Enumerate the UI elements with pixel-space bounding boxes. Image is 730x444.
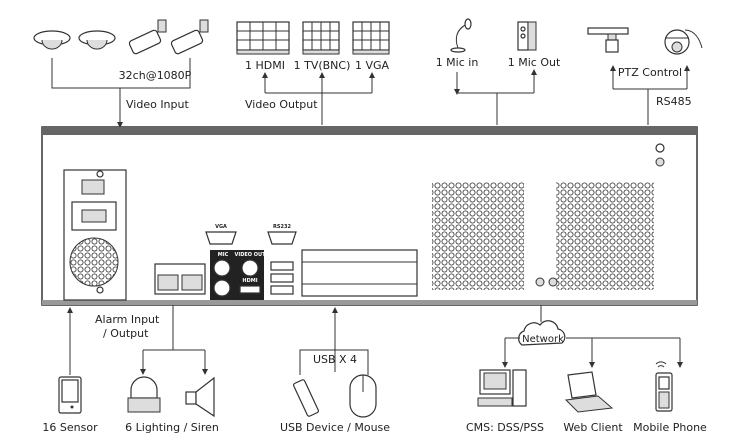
siren-icon xyxy=(185,376,215,418)
alarm-label-line1: Alarm Input xyxy=(95,313,160,326)
monitor-icon xyxy=(302,21,340,55)
fan-grille xyxy=(432,182,524,290)
speed-dome-camera-icon xyxy=(664,29,703,55)
network-cloud-icon xyxy=(518,320,566,346)
video-output-label: Video Output xyxy=(245,98,318,111)
svg-text:HDMI: HDMI xyxy=(242,278,257,284)
ptz-camera-icon xyxy=(587,27,629,53)
monitor-icon xyxy=(352,21,390,55)
svg-text:VIDEO OUT: VIDEO OUT xyxy=(234,252,266,258)
desktop-computer-icon xyxy=(477,369,527,407)
usb-count-label: USB X 4 xyxy=(313,353,357,366)
svg-text:VGA: VGA xyxy=(215,224,227,230)
dome-camera-icon xyxy=(33,30,71,50)
lan-ports[interactable] xyxy=(154,263,206,295)
mic-bnc-ports[interactable]: MIC xyxy=(210,250,236,300)
microphone-icon xyxy=(450,18,472,53)
rs485-label: RS485 xyxy=(656,95,692,108)
speaker-icon xyxy=(517,21,537,51)
bullet-camera-icon xyxy=(128,19,167,55)
usb-ports[interactable] xyxy=(270,261,294,295)
dome-camera-icon xyxy=(78,30,116,50)
network-label: Network xyxy=(522,334,564,345)
usb-drive-icon xyxy=(293,379,319,417)
ptz-control-label: PTZ Control xyxy=(618,66,682,79)
sensor-icon xyxy=(58,376,82,414)
ground-icon xyxy=(655,143,665,153)
video-input-label: Video Input xyxy=(126,98,189,111)
svg-text:MIC: MIC xyxy=(218,252,229,258)
camera-group xyxy=(33,19,209,55)
rs232-port[interactable]: RS232 xyxy=(267,224,297,245)
output-hdmi-label: 1 HDMI xyxy=(245,59,285,72)
alarm-terminal-block[interactable] xyxy=(301,249,418,297)
device-label-lighting-siren: 6 Lighting / Siren xyxy=(125,421,219,434)
device-label-usb-mouse: USB Device / Mouse xyxy=(280,421,390,434)
mobile-phone-icon xyxy=(655,361,673,412)
mic-in-label: 1 Mic in xyxy=(436,56,479,69)
vga-port[interactable]: VGA xyxy=(205,224,237,245)
device-label-web-client: Web Client xyxy=(563,421,623,434)
video-out-port[interactable]: VIDEO OUT HDMI xyxy=(234,250,266,300)
mouse-icon xyxy=(349,374,377,418)
laptop-icon xyxy=(564,371,614,413)
bullet-camera-icon xyxy=(170,19,209,55)
cameras-label: 32ch@1080P xyxy=(119,69,192,82)
mic-out-label: 1 Mic Out xyxy=(508,56,561,69)
alarm-label-line2: / Output xyxy=(103,327,149,340)
output-vga-label: 1 VGA xyxy=(355,59,390,72)
device-label-sensor: 16 Sensor xyxy=(42,421,98,434)
device-label-cms: CMS: DSS/PSS xyxy=(466,421,544,434)
monitor-icon xyxy=(236,21,290,55)
ground-screw xyxy=(548,277,558,287)
warning-light-icon xyxy=(127,376,161,413)
power-supply-module[interactable] xyxy=(63,169,127,301)
output-tv-label: 1 TV(BNC) xyxy=(294,59,351,72)
fan-grille xyxy=(556,182,654,290)
nvr-rear-panel: VGA RS232 MIC VIDEO OUT HDMI xyxy=(41,126,698,306)
svg-text:RS232: RS232 xyxy=(273,224,291,230)
device-label-mobile-phone: Mobile Phone xyxy=(633,421,707,434)
ground-screw xyxy=(655,157,665,167)
ground-screw xyxy=(535,277,545,287)
